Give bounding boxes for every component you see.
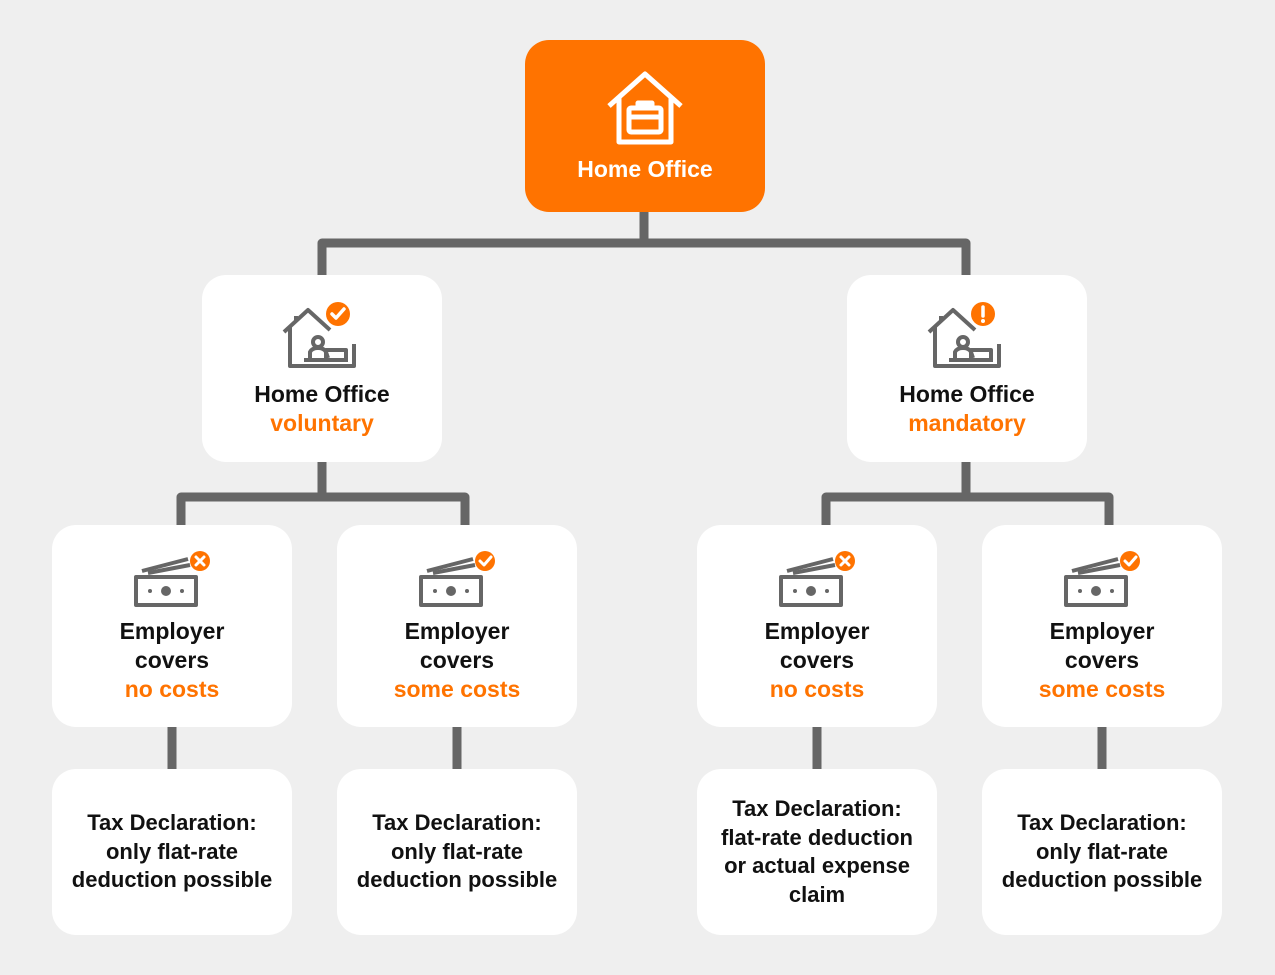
coverage-label: no costs [769,675,865,702]
coverage-label: no costs [124,675,220,702]
employer-label: Employer [1049,617,1155,644]
branch-node-mandatory: Home Office mandatory [847,275,1087,462]
tax-line: Tax Declaration: [372,810,542,836]
tax-line: deduction possible [71,867,273,893]
branch-title: Home Office [899,380,1035,407]
house-briefcase-icon [605,70,685,148]
tax-declaration-node: Tax Declaration: only flat-rate deductio… [52,769,292,935]
tax-line: only flat-rate [1035,838,1169,864]
money-icon [1060,549,1144,609]
coverage-label: some costs [393,675,521,702]
tax-line: flat-rate deduction [721,824,913,850]
branch-type: mandatory [908,409,1026,436]
tax-line: deduction possible [356,867,558,893]
branch-title: Home Office [254,380,390,407]
root-node: Home Office [525,40,765,212]
mandatory-connector [821,462,1114,525]
money-icon [130,549,214,609]
voluntary-connector [176,462,470,525]
tax-line: Tax Declaration: [87,810,257,836]
check-badge-icon [475,550,495,571]
check-badge-icon [1120,550,1140,571]
employer-label: covers [134,646,210,673]
employer-label: Employer [764,617,870,644]
money-icon [775,549,859,609]
employer-label: Employer [119,617,225,644]
branch-type: voluntary [270,409,374,436]
root-connector [317,212,971,275]
home-desk-icon [927,294,1007,374]
tax-line: only flat-rate [105,838,239,864]
tax-declaration-node: Tax Declaration: flat-rate deduction or … [697,769,937,935]
tax-line: deduction possible [1001,867,1203,893]
employer-label: covers [1064,646,1140,673]
employer-label: covers [419,646,495,673]
employer-label: Employer [404,617,510,644]
root-label: Home Office [577,155,713,182]
x-badge-icon [190,550,210,571]
tax-declaration-node: Tax Declaration: only flat-rate deductio… [982,769,1222,935]
employer-node: Employer covers some costs [337,525,577,727]
check-badge-icon [326,301,350,326]
coverage-label: some costs [1038,675,1166,702]
tax-line: Tax Declaration: [1017,810,1187,836]
tax-line: or actual expense [724,853,910,878]
x-badge-icon [835,550,855,571]
tax-line: only flat-rate [390,838,524,864]
employer-node: Employer covers no costs [697,525,937,727]
exclamation-badge-icon [971,301,995,326]
tax-line: Tax Declaration: [732,796,902,821]
branch-node-voluntary: Home Office voluntary [202,275,442,462]
employer-node: Employer covers some costs [982,525,1222,727]
tax-line: claim [788,881,846,907]
employer-node: Employer covers no costs [52,525,292,727]
money-icon [415,549,499,609]
home-desk-icon [282,294,362,374]
tax-declaration-node: Tax Declaration: only flat-rate deductio… [337,769,577,935]
employer-label: covers [779,646,855,673]
